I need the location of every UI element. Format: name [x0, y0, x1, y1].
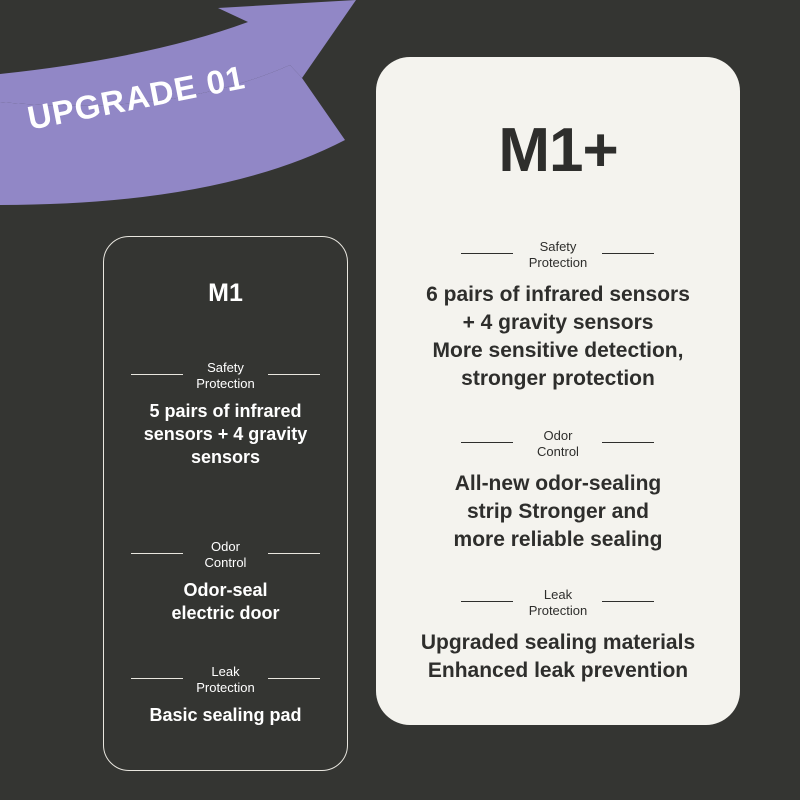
m1-safety-label: Safety Protection — [196, 360, 255, 391]
divider-line — [461, 601, 513, 602]
m1plus-odor-section: Odor Control All-new odor-sealing strip … — [376, 428, 740, 554]
divider-line — [461, 442, 513, 443]
m1-card: M1 Safety Protection 5 pairs of infrared… — [103, 236, 348, 771]
divider-line — [602, 601, 654, 602]
m1-safety-text: 5 pairs of infrared sensors + 4 gravity … — [143, 401, 308, 467]
divider-line — [131, 553, 183, 554]
m1-odor-label: Odor Control — [204, 539, 247, 570]
m1-leak-text: Basic sealing pad — [149, 705, 302, 725]
divider-line — [131, 374, 183, 375]
m1-odor-section: Odor Control Odor-seal electric door — [104, 539, 347, 625]
m1plus-safety-text: 6 pairs of infrared sensors + 4 gravity … — [426, 283, 690, 390]
m1plus-leak-label: Leak Protection — [528, 587, 588, 618]
m1plus-odor-label: Odor Control — [537, 428, 579, 459]
m1-leak-label: Leak Protection — [196, 664, 255, 695]
m1-leak-section: Leak Protection Basic sealing pad — [104, 664, 347, 727]
m1plus-title: M1+ — [498, 116, 618, 185]
divider-line — [268, 678, 320, 679]
m1plus-safety-section: Safety Protection 6 pairs of infrared se… — [376, 239, 740, 393]
m1plus-leak-text: Upgraded sealing materials Enhanced leak… — [420, 631, 696, 682]
divider-line — [602, 253, 654, 254]
divider-line — [268, 374, 320, 375]
divider-line — [268, 553, 320, 554]
m1plus-safety-label: Safety Protection — [528, 239, 588, 270]
m1-title: M1 — [208, 279, 243, 307]
divider-line — [461, 253, 513, 254]
m1plus-leak-section: Leak Protection Upgraded sealing materia… — [376, 587, 740, 685]
divider-line — [131, 678, 183, 679]
divider-line — [602, 442, 654, 443]
m1plus-odor-text: All-new odor-sealing strip Stronger and … — [453, 472, 663, 551]
m1plus-card: M1+ Safety Protection 6 pairs of infrare… — [376, 57, 740, 725]
m1-safety-section: Safety Protection 5 pairs of infrared se… — [104, 360, 347, 469]
m1-odor-text: Odor-seal electric door — [171, 580, 280, 623]
